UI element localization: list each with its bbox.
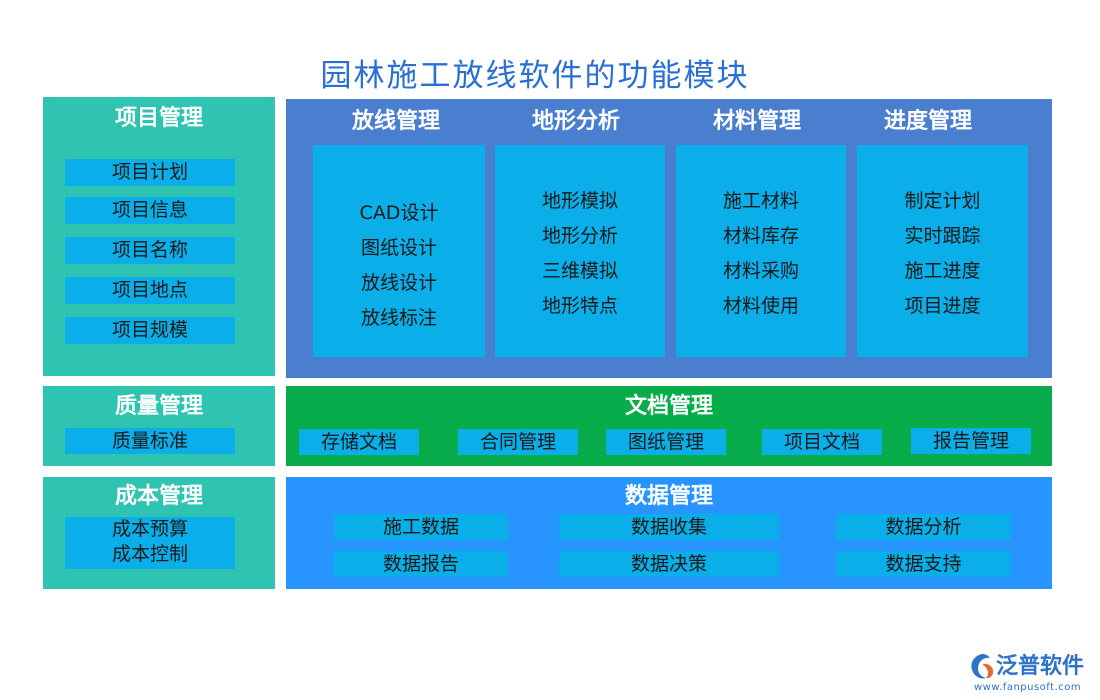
module-title-jindu: 进度管理 (883, 108, 972, 134)
cost-items-box: 成本预算 成本控制 (65, 517, 235, 569)
module-item[interactable]: 制定计划 (904, 190, 981, 212)
module-item[interactable]: 放线设计 (360, 272, 437, 294)
module-item[interactable]: 材料采购 (722, 260, 799, 282)
data-item[interactable]: 数据分析 (836, 514, 1011, 540)
module-item[interactable]: 实时跟踪 (904, 225, 981, 247)
brand-logo: 泛普软件 www.fanpusoft.com (968, 650, 1094, 696)
module-item[interactable]: 材料库存 (722, 225, 799, 247)
data-item[interactable]: 数据决策 (559, 551, 779, 577)
module-box-fangxian: CAD设计 图纸设计 放线设计 放线标注 (313, 145, 485, 357)
module-item[interactable]: 三维模拟 (541, 260, 618, 282)
docs-item[interactable]: 项目文档 (762, 429, 882, 455)
data-item[interactable]: 数据收集 (559, 514, 779, 540)
module-title-dixing: 地形分析 (531, 108, 620, 134)
data-item[interactable]: 施工数据 (334, 514, 508, 540)
module-box-cailiao: 施工材料 材料库存 材料采购 材料使用 (676, 145, 846, 357)
docs-panel-title: 文档管理 (624, 393, 713, 419)
project-item[interactable]: 项目计划 (65, 159, 235, 186)
module-box-dixing: 地形模拟 地形分析 三维模拟 地形特点 (495, 145, 665, 357)
quality-panel-title: 质量管理 (114, 393, 203, 419)
quality-item[interactable]: 质量标准 (65, 428, 235, 454)
project-item[interactable]: 项目规模 (65, 317, 235, 344)
data-item[interactable]: 数据支持 (836, 551, 1011, 577)
docs-item[interactable]: 图纸管理 (606, 429, 726, 455)
module-item[interactable]: 施工材料 (722, 190, 799, 212)
module-item[interactable]: 地形分析 (541, 225, 618, 247)
project-item[interactable]: 项目地点 (65, 277, 235, 304)
docs-item[interactable]: 合同管理 (458, 429, 578, 455)
module-item[interactable]: 材料使用 (722, 295, 799, 317)
docs-item[interactable]: 报告管理 (911, 428, 1031, 454)
module-item[interactable]: 放线标注 (360, 307, 437, 329)
docs-panel: 文档管理 存储文档 合同管理 图纸管理 项目文档 报告管理 (286, 386, 1052, 466)
cost-panel-title: 成本管理 (114, 483, 203, 509)
module-item[interactable]: 施工进度 (904, 260, 981, 282)
module-item[interactable]: CAD设计 (359, 202, 439, 224)
module-title-cailiao: 材料管理 (712, 108, 801, 134)
page-title: 园林施工放线软件的功能模块 (320, 58, 750, 94)
project-item[interactable]: 项目名称 (65, 237, 235, 264)
project-panel: 项目管理 项目计划 项目信息 项目名称 项目地点 项目规模 (43, 97, 275, 376)
brand-logo-name: 泛普软件 (996, 654, 1085, 679)
module-item[interactable]: 图纸设计 (360, 237, 437, 259)
brand-logo-icon (971, 654, 994, 679)
data-panel: 数据管理 施工数据 数据收集 数据分析 数据报告 数据决策 数据支持 (286, 477, 1052, 589)
data-panel-title: 数据管理 (624, 483, 713, 509)
docs-item[interactable]: 存储文档 (299, 429, 419, 455)
module-item[interactable]: 地形模拟 (541, 190, 618, 212)
cost-panel: 成本管理 成本预算 成本控制 (43, 477, 275, 589)
module-item[interactable]: 项目进度 (904, 295, 981, 317)
project-panel-title: 项目管理 (114, 105, 203, 131)
cost-item[interactable]: 成本控制 (111, 543, 188, 565)
brand-logo-url: www.fanpusoft.com (974, 682, 1082, 693)
module-box-jindu: 制定计划 实时跟踪 施工进度 项目进度 (857, 145, 1028, 357)
data-item[interactable]: 数据报告 (334, 551, 508, 577)
cost-item[interactable]: 成本预算 (111, 518, 188, 540)
modules-panel: 放线管理 地形分析 材料管理 进度管理 CAD设计 图纸设计 放线设计 放线标注… (286, 99, 1052, 378)
module-title-fangxian: 放线管理 (351, 108, 440, 134)
quality-panel: 质量管理 质量标准 (43, 386, 275, 466)
module-item[interactable]: 地形特点 (541, 295, 618, 317)
project-item[interactable]: 项目信息 (65, 197, 235, 224)
